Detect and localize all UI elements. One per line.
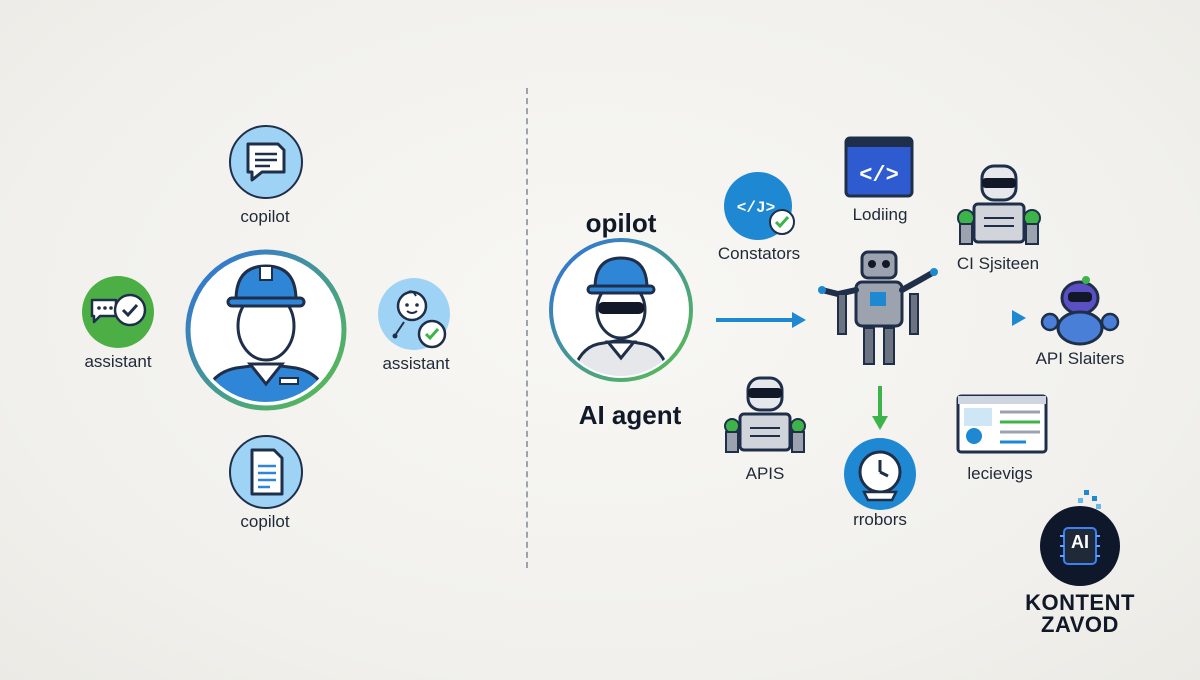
robot-bottom-left-icon — [724, 376, 806, 453]
robot-bottom-left-label: APIS — [745, 464, 785, 483]
opilot-title: opilot — [585, 208, 657, 238]
ai-logo-text: AI — [1071, 532, 1089, 552]
central-robot-icon — [818, 250, 938, 365]
engineer-avatar — [185, 249, 347, 411]
chat-document-icon — [229, 125, 303, 199]
brand-line-1: KONTENT — [1025, 590, 1135, 615]
dashboard-window-icon — [956, 394, 1048, 454]
document-icon — [229, 435, 303, 509]
section-divider — [526, 88, 528, 568]
dashboard-label: lecievigs — [967, 464, 1033, 483]
assistant-left-label: assistant — [84, 352, 152, 371]
code-badge-label: Constators — [717, 244, 801, 263]
agent-avatar — [549, 238, 693, 382]
purple-robot-label: API Slaiters — [1035, 349, 1125, 368]
gear-circle-icon — [844, 438, 916, 510]
svg-text:</>: </> — [859, 163, 899, 188]
assistant-right-label: assistant — [382, 354, 450, 373]
code-window-label: Lodiing — [852, 205, 908, 224]
green-chat-check-icon — [82, 276, 154, 348]
brand-line-2: ZAVOD — [1041, 612, 1119, 637]
code-check-badge-icon: </J> — [724, 172, 795, 240]
brand-name: KONTENT ZAVOD — [1025, 592, 1135, 636]
purple-robot-icon — [1040, 276, 1120, 346]
code-window-icon: </> — [844, 136, 914, 198]
robot-top-right-label: CI Sjsiteen — [956, 254, 1040, 273]
arrow-agent-to-robot — [716, 312, 806, 328]
robot-sunglasses-icon — [957, 164, 1041, 245]
arrow-robot-to-purple — [942, 310, 1026, 326]
copilot-top-label: copilot — [240, 207, 290, 226]
svg-text:</J>: </J> — [737, 199, 775, 217]
arrow-robot-down — [872, 386, 888, 430]
copilot-bottom-label: copilot — [240, 512, 290, 531]
ai-agent-title: AI agent — [578, 400, 682, 430]
ai-chip-logo — [1040, 490, 1120, 586]
gear-label: rrobors — [853, 510, 907, 529]
baby-face-check-icon — [378, 278, 450, 350]
